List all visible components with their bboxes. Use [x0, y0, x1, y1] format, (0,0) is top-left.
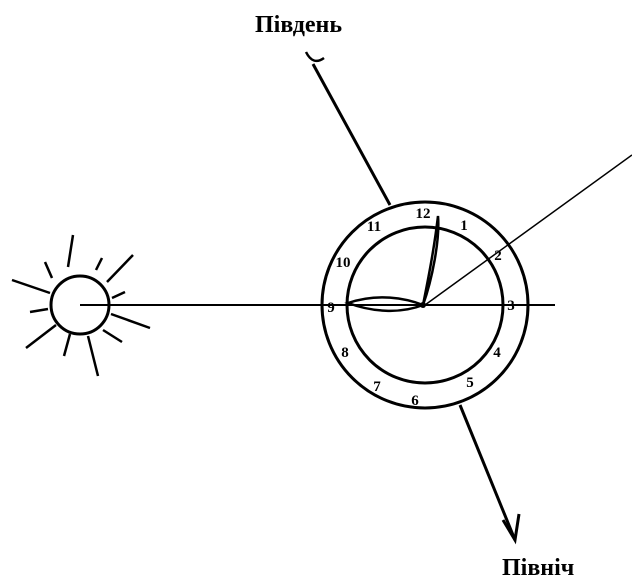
clock-number: 2 — [494, 248, 502, 264]
clock-number: 11 — [367, 219, 381, 235]
south-label: Південь — [255, 12, 342, 38]
clock-number: 12 — [416, 206, 431, 222]
clock-number: 7 — [373, 379, 381, 395]
clock-center — [420, 302, 426, 308]
hour-hand-direction-line — [425, 155, 632, 305]
minute-hand — [423, 216, 438, 305]
clock-numbers: 12 1 2 3 4 5 6 7 8 9 10 11 — [327, 206, 515, 409]
north-line — [460, 405, 515, 540]
clock-number: 4 — [493, 345, 501, 361]
clock-number: 3 — [507, 298, 515, 314]
clock-number: 6 — [411, 393, 419, 409]
moon-icon — [306, 52, 324, 61]
clock-number: 8 — [341, 345, 349, 361]
clock-number: 1 — [460, 218, 468, 234]
clock-number: 9 — [327, 300, 335, 316]
south-line — [313, 64, 390, 205]
clock-number: 5 — [466, 375, 474, 391]
north-label: Північ — [502, 555, 574, 581]
clock-number: 10 — [336, 255, 351, 271]
